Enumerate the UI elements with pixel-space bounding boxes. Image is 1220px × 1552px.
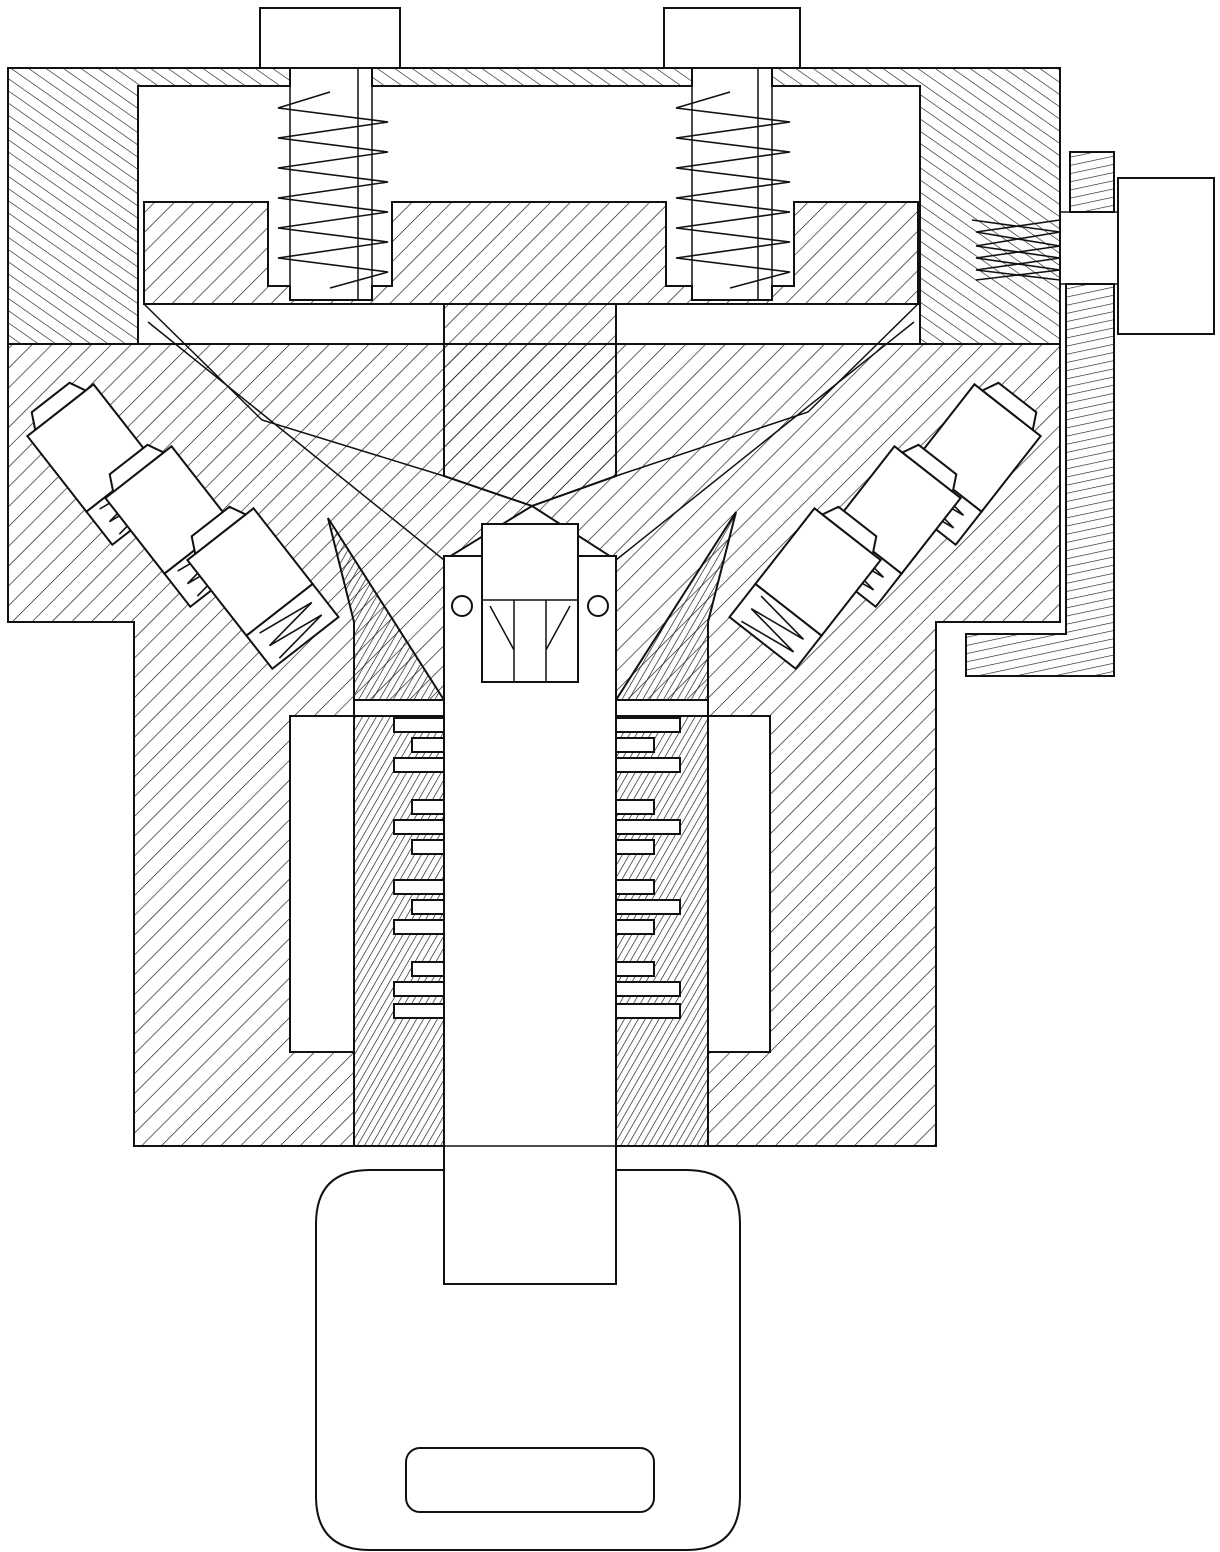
left-plunger-3 — [185, 505, 340, 671]
side-clamp-screw — [971, 211, 1118, 285]
left-pivot-pin — [451, 595, 473, 617]
right-plunger-3 — [728, 505, 883, 671]
key-handle-slot — [405, 1447, 655, 1513]
pressure-plate — [143, 201, 919, 305]
right-bolt-head — [663, 7, 801, 69]
left-pin-stack — [353, 715, 445, 1147]
right-compression-spring — [675, 91, 791, 289]
left-bolt-head — [259, 7, 401, 69]
side-clamp-knob — [1117, 177, 1215, 335]
lower-inner-cavity-right — [707, 715, 771, 1053]
left-compression-spring — [277, 91, 389, 289]
key-tip-block — [481, 523, 579, 683]
top-housing-top-plate-middle — [371, 67, 693, 87]
right-pin-stack — [615, 715, 709, 1147]
right-pivot-pin — [587, 595, 609, 617]
lower-inner-cavity-left — [289, 715, 355, 1053]
side-clamp-nut — [1069, 151, 1115, 213]
